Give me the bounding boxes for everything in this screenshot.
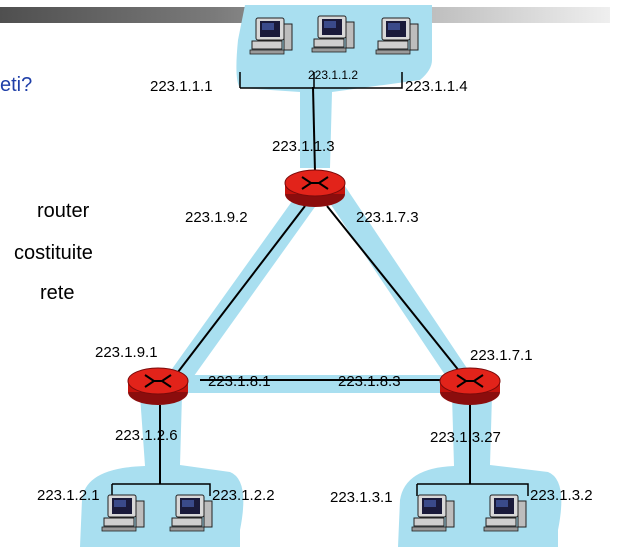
- addr-bottom-right-lan-1: 223.1.3.1: [330, 489, 393, 506]
- addr-left-router-right: 223.1.8.1: [208, 373, 271, 390]
- network-links: [111, 72, 529, 496]
- addr-left-router-bottom: 223.1.2.6: [115, 427, 178, 444]
- addr-top-router-left: 223.1.9.2: [185, 209, 248, 226]
- addr-top-router-right: 223.1.7.3: [356, 209, 419, 226]
- addr-left-router-top: 223.1.9.1: [95, 344, 158, 361]
- addr-bottom-left-lan-1: 223.1.2.1: [37, 487, 100, 504]
- addr-top-lan-1: 223.1.1.1: [150, 78, 213, 95]
- router-top: [284, 169, 346, 208]
- addr-top-lan-2: 223.1.1.2: [308, 68, 358, 82]
- addr-right-router-top: 223.1.7.1: [470, 347, 533, 364]
- slide-title-fragment: eti?: [0, 74, 33, 96]
- addr-right-router-left: 223.1.8.3: [338, 373, 401, 390]
- addr-bottom-left-lan-2: 223.1.2.2: [212, 487, 275, 504]
- addr-right-router-bottom: 223.1.3.27: [430, 429, 501, 446]
- addr-top-lan-3: 223.1.1.4: [405, 78, 468, 95]
- router-right: [439, 367, 501, 406]
- slide-text-line-rete: rete: [40, 282, 75, 304]
- addr-top-router-iface: 223.1.1.3: [272, 138, 335, 155]
- addr-bottom-right-lan-2: 223.1.3.2: [530, 487, 593, 504]
- slide-text-line-router: router: [37, 200, 90, 222]
- slide-text-line-costituite: costituite: [14, 242, 93, 264]
- router-left: [127, 367, 189, 406]
